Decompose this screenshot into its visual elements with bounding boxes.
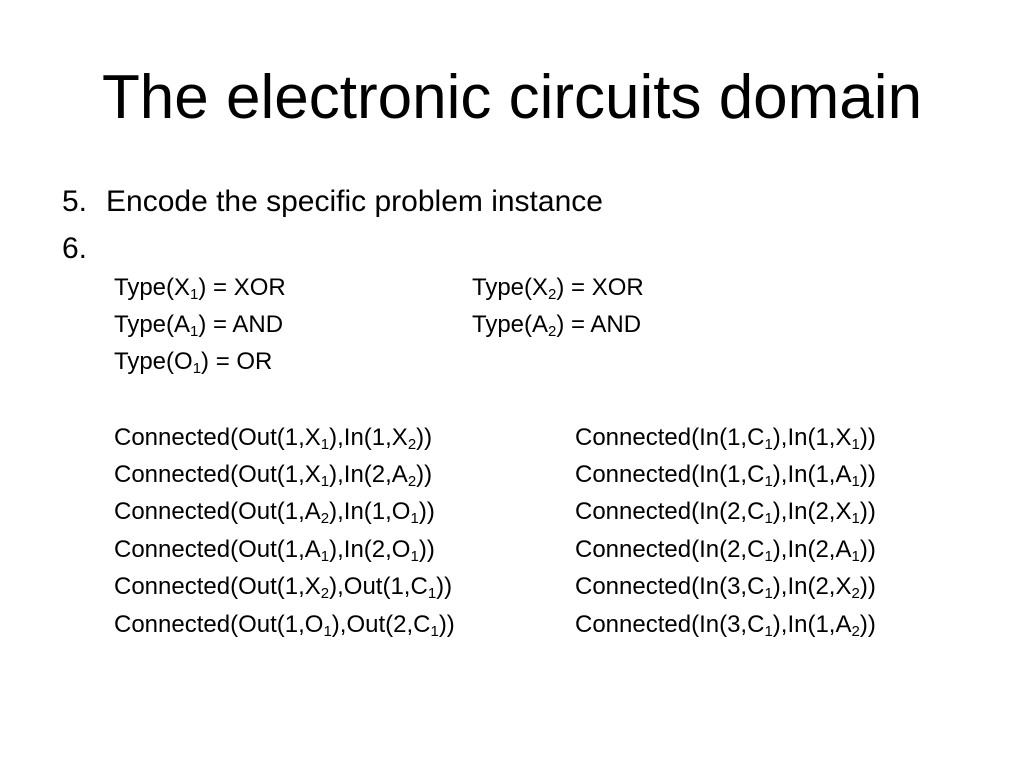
list-item-text: Encode the specific problem instance [106,185,603,218]
type-declaration-o1: Type(O1) = OR [114,348,273,377]
connection-right-1: Connected(In(1,C1),In(1,X1)) [575,424,876,453]
connection-right-4: Connected(In(2,C1),In(2,A1)) [575,536,876,565]
connection-left-5: Connected(Out(1,X2),Out(1,C1)) [114,573,453,602]
connection-left-6: Connected(Out(1,O1),Out(2,C1)) [114,611,455,640]
connection-left-3: Connected(Out(1,A2),In(1,O1)) [114,498,435,527]
type-declaration-x1: Type(X1) = XOR [114,274,286,303]
list-item-number: 5. [62,185,88,218]
connection-right-6: Connected(In(3,C1),In(1,A2)) [575,611,876,640]
list-item-step-6: 6. [62,231,106,267]
connection-right-5: Connected(In(3,C1),In(2,X2)) [575,573,876,602]
connection-left-4: Connected(Out(1,A1),In(2,O1)) [114,536,435,565]
connection-left-1: Connected(Out(1,X1),In(1,X2)) [114,424,433,453]
slide-title: The electronic circuits domain [101,63,923,132]
list-item-number: 6. [62,232,88,265]
list-item-step-5: 5. Encode the specific problem instance [62,184,603,220]
connection-right-2: Connected(In(1,C1),In(1,A1)) [575,461,876,490]
type-declaration-a1: Type(A1) = AND [114,311,284,340]
connection-right-3: Connected(In(2,C1),In(2,X1)) [575,498,876,527]
type-declaration-a2: Type(A2) = AND [472,311,642,340]
connection-left-2: Connected(Out(1,X1),In(2,A2)) [114,461,433,490]
type-declaration-x2: Type(X2) = XOR [472,274,644,303]
